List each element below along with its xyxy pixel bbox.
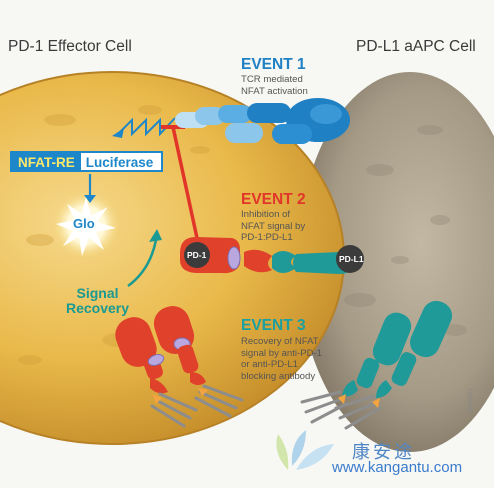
glo-label: Glo <box>73 216 95 231</box>
anti-pd1-antibody-1 <box>115 317 198 428</box>
pdl1-label: PD-L1 <box>339 254 364 264</box>
event1-title: EVENT 1 <box>241 56 306 73</box>
pdl1-receptor <box>272 245 364 274</box>
apc-cell <box>298 72 494 452</box>
nfat-luciferase-reporter: NFAT-RE Luciferase <box>10 151 163 172</box>
pd1-badge <box>184 242 210 268</box>
pd1-label: PD-1 <box>187 250 207 260</box>
watermark-url: www.kangantu.com <box>332 459 463 476</box>
apc-cell-title: PD-L1 aAPC Cell <box>356 38 476 55</box>
glo-burst <box>52 191 120 259</box>
nfat-re-label: NFAT-RE <box>12 153 81 170</box>
tcr-signal-lightning <box>117 117 176 137</box>
figure-code: 13356MA <box>466 388 472 414</box>
event2-description: Inhibition of NFAT signal by PD-1:PD-L1 <box>241 209 306 243</box>
anti-pdl1-antibody-1 <box>300 312 412 424</box>
pd1-receptor <box>180 237 272 274</box>
signal-recovery-label: Signal Recovery <box>66 285 130 316</box>
effector-cell-title: PD-1 Effector Cell <box>8 38 132 55</box>
event1-description: TCR mediated NFAT activation <box>241 74 308 97</box>
event3-title: EVENT 3 <box>241 317 306 334</box>
watermark-logo <box>276 430 334 470</box>
watermark-chinese: 康安途 <box>352 442 415 463</box>
anti-pdl1-antibody-2 <box>334 300 453 430</box>
anti-pd1-antibody-2 <box>153 306 244 418</box>
tcr-complex <box>175 98 350 144</box>
signal-recovery-arrow <box>127 229 162 288</box>
apc-cell-texture <box>344 125 467 336</box>
luciferase-to-glo-arrow <box>84 174 96 203</box>
pdl1-badge <box>336 245 364 273</box>
tcr-signal-arrowhead <box>112 128 124 138</box>
event2-title: EVENT 2 <box>241 191 306 208</box>
luciferase-label: Luciferase <box>85 155 154 170</box>
event3-description: Recovery of NFAT signal by anti-PD-1 or … <box>241 336 323 382</box>
